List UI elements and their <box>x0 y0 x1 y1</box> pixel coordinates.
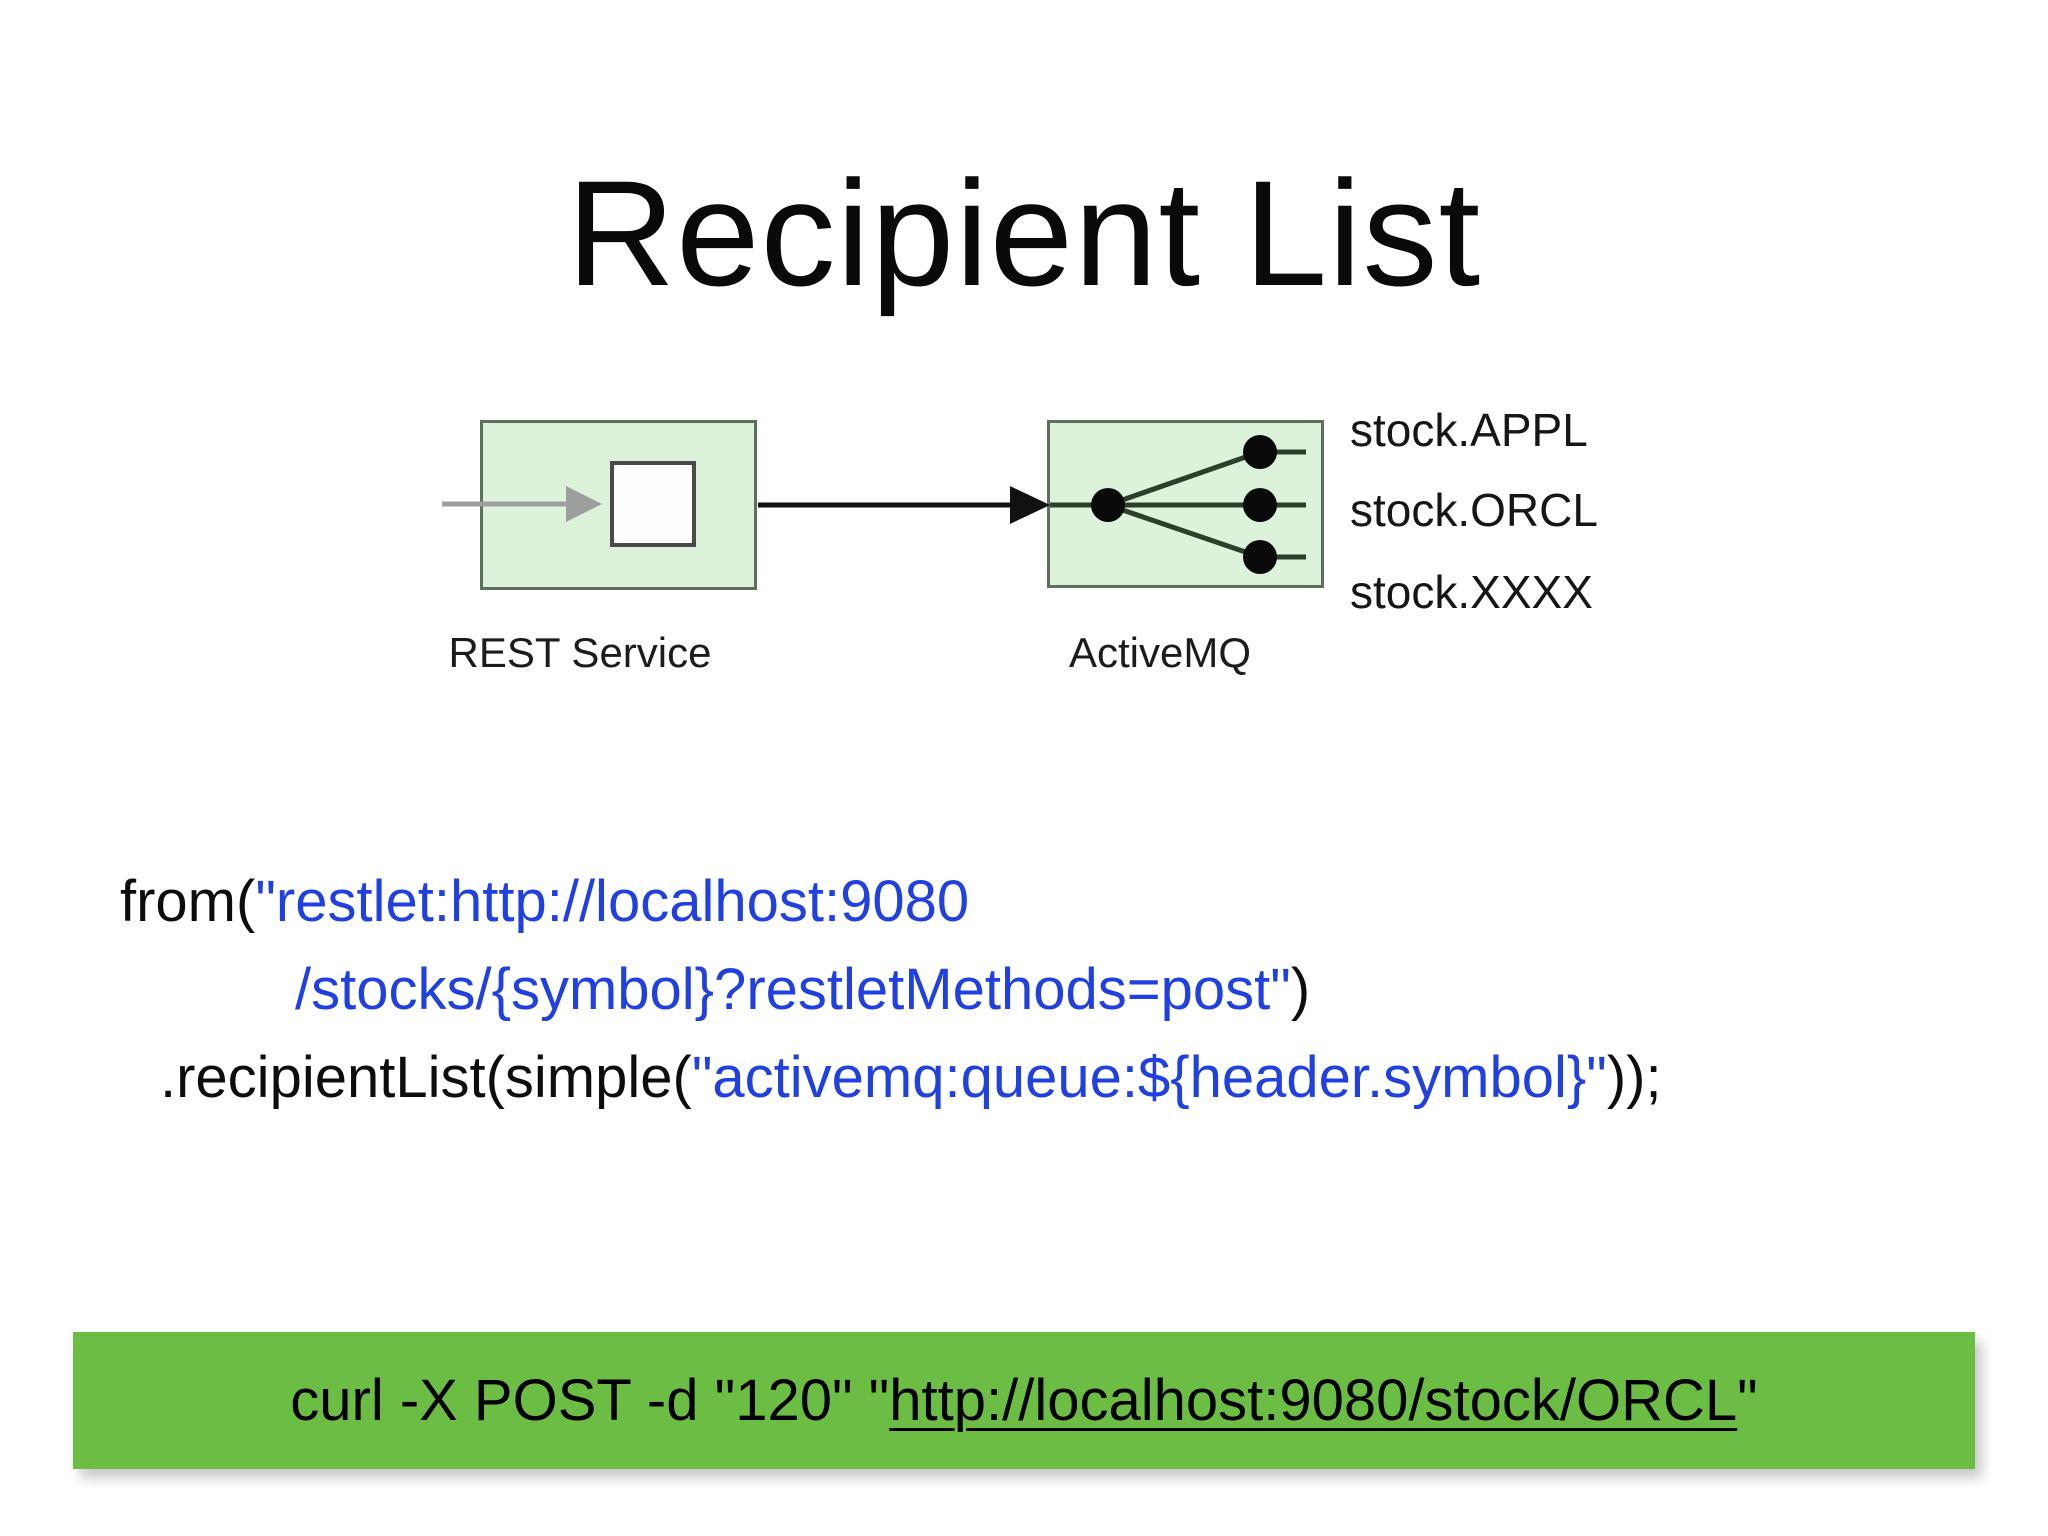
code-string: /stocks/{symbol}?restletMethods=post" <box>295 957 1291 1022</box>
curl-command-prefix: curl -X POST -d "120" " <box>290 1368 890 1433</box>
flow-arrow-icon <box>758 486 1050 524</box>
curl-banner: curl -X POST -d "120" "http://localhost:… <box>73 1332 1975 1469</box>
code-line-2: /stocks/{symbol}?restletMethods=post") <box>120 946 1662 1034</box>
code-string: "activemq:queue:${header.symbol}" <box>691 1045 1607 1110</box>
queue-label-stock-orcl: stock.ORCL <box>1350 484 1598 536</box>
code-block: from("restlet:http://localhost:9080 /sto… <box>120 858 1662 1122</box>
code-keyword: .recipientList(simple( <box>160 1045 692 1110</box>
queue-label-stock-xxxx: stock.XXXX <box>1350 566 1593 618</box>
code-keyword: from( <box>120 869 256 934</box>
code-punct: ) <box>1290 957 1311 1022</box>
code-line-1: from("restlet:http://localhost:9080 <box>120 858 1662 946</box>
banner-url-link[interactable]: http://localhost:9080/stock/ORCL <box>889 1368 1738 1433</box>
code-punct: )); <box>1606 1045 1662 1110</box>
queue-label-stock-appl: stock.APPL <box>1350 404 1588 456</box>
code-string: "restlet:http://localhost:9080 <box>255 869 970 934</box>
code-line-3: .recipientList(simple("activemq:queue:${… <box>120 1034 1662 1122</box>
activemq-box <box>1047 420 1324 588</box>
activemq-label: ActiveMQ <box>1068 629 1252 676</box>
endpoint-square-icon <box>610 461 696 547</box>
rest-service-label: REST Service <box>448 629 712 676</box>
curl-command-suffix: " <box>1737 1368 1758 1433</box>
curl-command: curl -X POST -d "120" "http://localhost:… <box>290 1367 1758 1434</box>
page-title: Recipient List <box>566 149 1482 317</box>
